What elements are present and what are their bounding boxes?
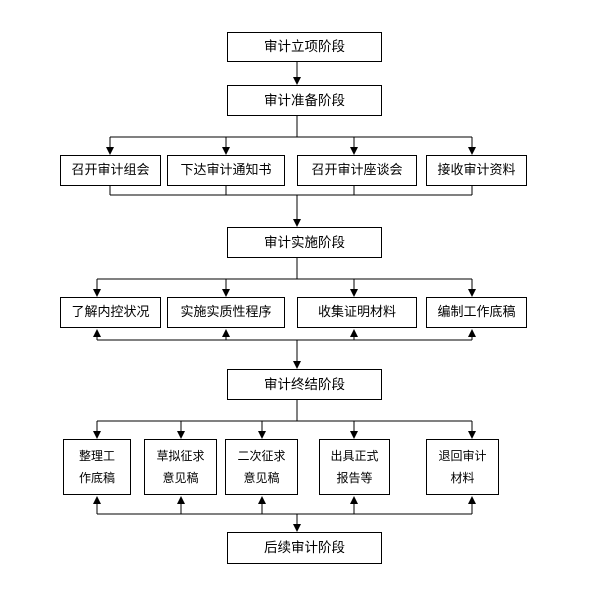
impl-step-2: 实施实质性程序 [167, 297, 285, 328]
final-step-2-line1: 草拟征求 [156, 449, 205, 463]
stage-follow-up-label: 后续审计阶段 [264, 540, 345, 556]
stage-conclusion-label: 审计终结阶段 [264, 376, 345, 393]
final-step-2: 草拟征求 意见稿 [144, 439, 217, 495]
prep-step-1: 召开审计组会 [60, 155, 161, 186]
impl-step-1: 了解内控状况 [60, 297, 161, 328]
final-step-3: 二次征求 意见稿 [225, 439, 298, 495]
prep-step-2: 下达审计通知书 [167, 155, 285, 186]
stage-implementation: 审计实施阶段 [227, 227, 382, 258]
final-step-5-line2: 材料 [450, 471, 475, 485]
prep-step-4-label: 接收审计资料 [437, 162, 516, 178]
prep-step-4: 接收审计资料 [426, 155, 527, 186]
final-step-1: 整理工 作底稿 [63, 439, 131, 495]
prep-step-1-label: 召开审计组会 [71, 162, 150, 178]
final-step-4-line2: 报告等 [336, 471, 373, 485]
impl-step-1-label: 了解内控状况 [71, 304, 150, 320]
stage-follow-up: 后续审计阶段 [227, 532, 382, 564]
final-step-4-line1: 出具正式 [330, 449, 379, 463]
final-step-1-line1: 整理工 [78, 449, 115, 463]
final-step-5: 退回审计 材料 [426, 439, 499, 495]
impl-step-3-label: 收集证明材料 [317, 304, 396, 320]
prep-step-2-label: 下达审计通知书 [180, 162, 272, 178]
stage-preparation-label: 审计准备阶段 [264, 92, 345, 109]
prep-step-3-label: 召开审计座谈会 [311, 162, 403, 178]
impl-step-2-label: 实施实质性程序 [180, 304, 272, 320]
stage-implementation-label: 审计实施阶段 [264, 234, 345, 251]
final-step-3-line2: 意见稿 [243, 471, 280, 485]
final-step-5-line1: 退回审计 [438, 449, 487, 463]
impl-step-4: 编制工作底稿 [426, 297, 527, 328]
impl-step-4-label: 编制工作底稿 [437, 304, 516, 320]
stage-initiation-label: 审计立项阶段 [264, 39, 345, 55]
final-step-1-line2: 作底稿 [78, 471, 115, 485]
final-step-2-line2: 意见稿 [162, 471, 199, 485]
stage-conclusion: 审计终结阶段 [227, 369, 382, 400]
final-step-4: 出具正式 报告等 [319, 439, 390, 495]
stage-preparation: 审计准备阶段 [227, 85, 382, 116]
stage-initiation: 审计立项阶段 [227, 32, 382, 62]
prep-step-3: 召开审计座谈会 [297, 155, 417, 186]
final-step-3-line1: 二次征求 [237, 449, 286, 463]
impl-step-3: 收集证明材料 [297, 297, 417, 328]
